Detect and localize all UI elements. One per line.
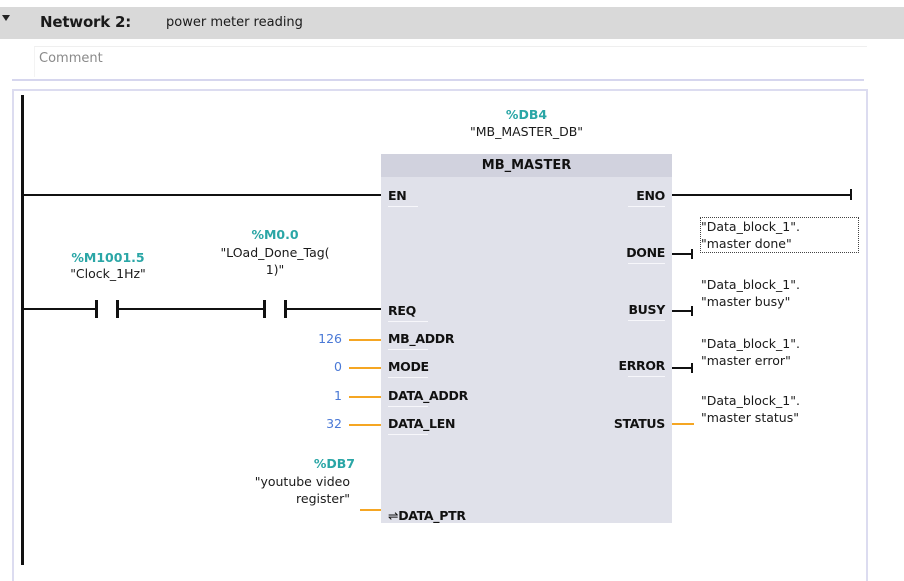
done-operand-line1[interactable]: "Data_block_1". (701, 219, 800, 234)
pin-underline (628, 376, 665, 377)
data-ptr-address[interactable]: %DB7 (313, 456, 355, 471)
done-terminator (691, 249, 693, 259)
network-header[interactable] (0, 7, 904, 39)
pin-data-len[interactable]: DATA_LEN (388, 416, 456, 431)
pin-data-addr[interactable]: DATA_ADDR (388, 388, 468, 403)
req-wire-3 (286, 308, 381, 310)
comment-divider (12, 79, 864, 81)
busy-wire (672, 310, 692, 312)
error-operand-line2[interactable]: "master error" (701, 353, 791, 368)
pin-data-ptr[interactable]: ⇌DATA_PTR (388, 508, 466, 523)
pin-status[interactable]: STATUS (613, 416, 665, 431)
mb-addr-wire (349, 339, 381, 341)
pin-underline (388, 349, 428, 350)
mb-master-block[interactable] (381, 154, 672, 523)
contact-1-address[interactable]: %M1001.5 (71, 250, 145, 265)
mb-addr-value[interactable]: 126 (318, 331, 342, 346)
network-title: Network 2: (40, 13, 132, 31)
comment-field[interactable] (34, 46, 867, 77)
contact-1-left-bar (95, 300, 98, 318)
block-type-name: MB_MASTER (481, 158, 572, 173)
data-len-wire (349, 424, 381, 426)
contact-2-symbol[interactable]: "LOad_Done_Tag( (220, 245, 330, 260)
left-power-rail (21, 95, 24, 565)
eno-terminator (850, 189, 852, 200)
status-operand-line1[interactable]: "Data_block_1". (701, 393, 800, 408)
pin-req[interactable]: REQ (388, 303, 416, 318)
network-description[interactable]: power meter reading (166, 15, 303, 30)
data-ptr-wire (360, 509, 381, 511)
data-addr-value[interactable]: 1 (334, 388, 342, 403)
mode-value[interactable]: 0 (334, 359, 342, 374)
inout-arrows-icon: ⇌ (388, 508, 399, 523)
en-wire (21, 194, 381, 196)
pin-eno[interactable]: ENO (636, 188, 665, 203)
busy-operand-line2[interactable]: "master busy" (701, 294, 791, 309)
done-wire (672, 253, 692, 255)
pin-underline (388, 321, 428, 322)
contact-2-symbol-cont[interactable]: 1)" (265, 262, 285, 277)
status-wire (672, 423, 694, 425)
contact-2-left-bar (263, 300, 266, 318)
pin-underline (388, 206, 418, 207)
pin-en[interactable]: EN (388, 188, 407, 203)
req-wire-1 (21, 308, 96, 310)
data-ptr-symbol-line1[interactable]: "youtube video (254, 474, 350, 489)
pin-mode[interactable]: MODE (388, 359, 429, 374)
comment-placeholder: Comment (39, 51, 103, 66)
status-operand-line2[interactable]: "master status" (701, 410, 799, 425)
mode-wire (349, 367, 381, 369)
error-wire (672, 367, 692, 369)
pin-underline (388, 434, 428, 435)
busy-operand-line1[interactable]: "Data_block_1". (701, 277, 800, 292)
contact-clock-1hz[interactable] (95, 300, 119, 318)
data-len-value[interactable]: 32 (326, 416, 342, 431)
block-header (381, 154, 672, 177)
contact-1-symbol[interactable]: "Clock_1Hz" (70, 266, 146, 281)
data-ptr-symbol-line2[interactable]: register" (296, 491, 350, 506)
pin-busy[interactable]: BUSY (628, 302, 665, 317)
pin-underline (388, 406, 428, 407)
eno-wire (672, 194, 852, 196)
done-operand-selection (700, 217, 859, 253)
pin-done[interactable]: DONE (626, 245, 665, 260)
error-operand-line1[interactable]: "Data_block_1". (701, 336, 800, 351)
pin-mb-addr[interactable]: MB_ADDR (388, 331, 455, 346)
pin-underline (628, 320, 665, 321)
pin-underline (628, 206, 665, 207)
instance-db-name[interactable]: "MB_MASTER_DB" (469, 124, 584, 139)
error-terminator (691, 363, 693, 373)
pin-data-ptr-label: DATA_PTR (398, 508, 466, 523)
pin-underline (628, 263, 665, 264)
contact-load-done-tag[interactable] (263, 300, 287, 318)
contact-2-right-bar (284, 300, 287, 318)
done-operand-line2[interactable]: "master done" (701, 236, 792, 251)
instance-db-address[interactable]: %DB4 (505, 107, 548, 122)
busy-terminator (691, 306, 693, 316)
ladder-network-area[interactable] (12, 89, 868, 581)
data-addr-wire (349, 396, 381, 398)
pin-error[interactable]: ERROR (618, 358, 665, 373)
contact-2-address[interactable]: %M0.0 (251, 227, 299, 242)
collapse-arrow-icon[interactable] (2, 15, 10, 21)
contact-1-right-bar (116, 300, 119, 318)
pin-underline (388, 377, 428, 378)
req-wire-2 (118, 308, 264, 310)
